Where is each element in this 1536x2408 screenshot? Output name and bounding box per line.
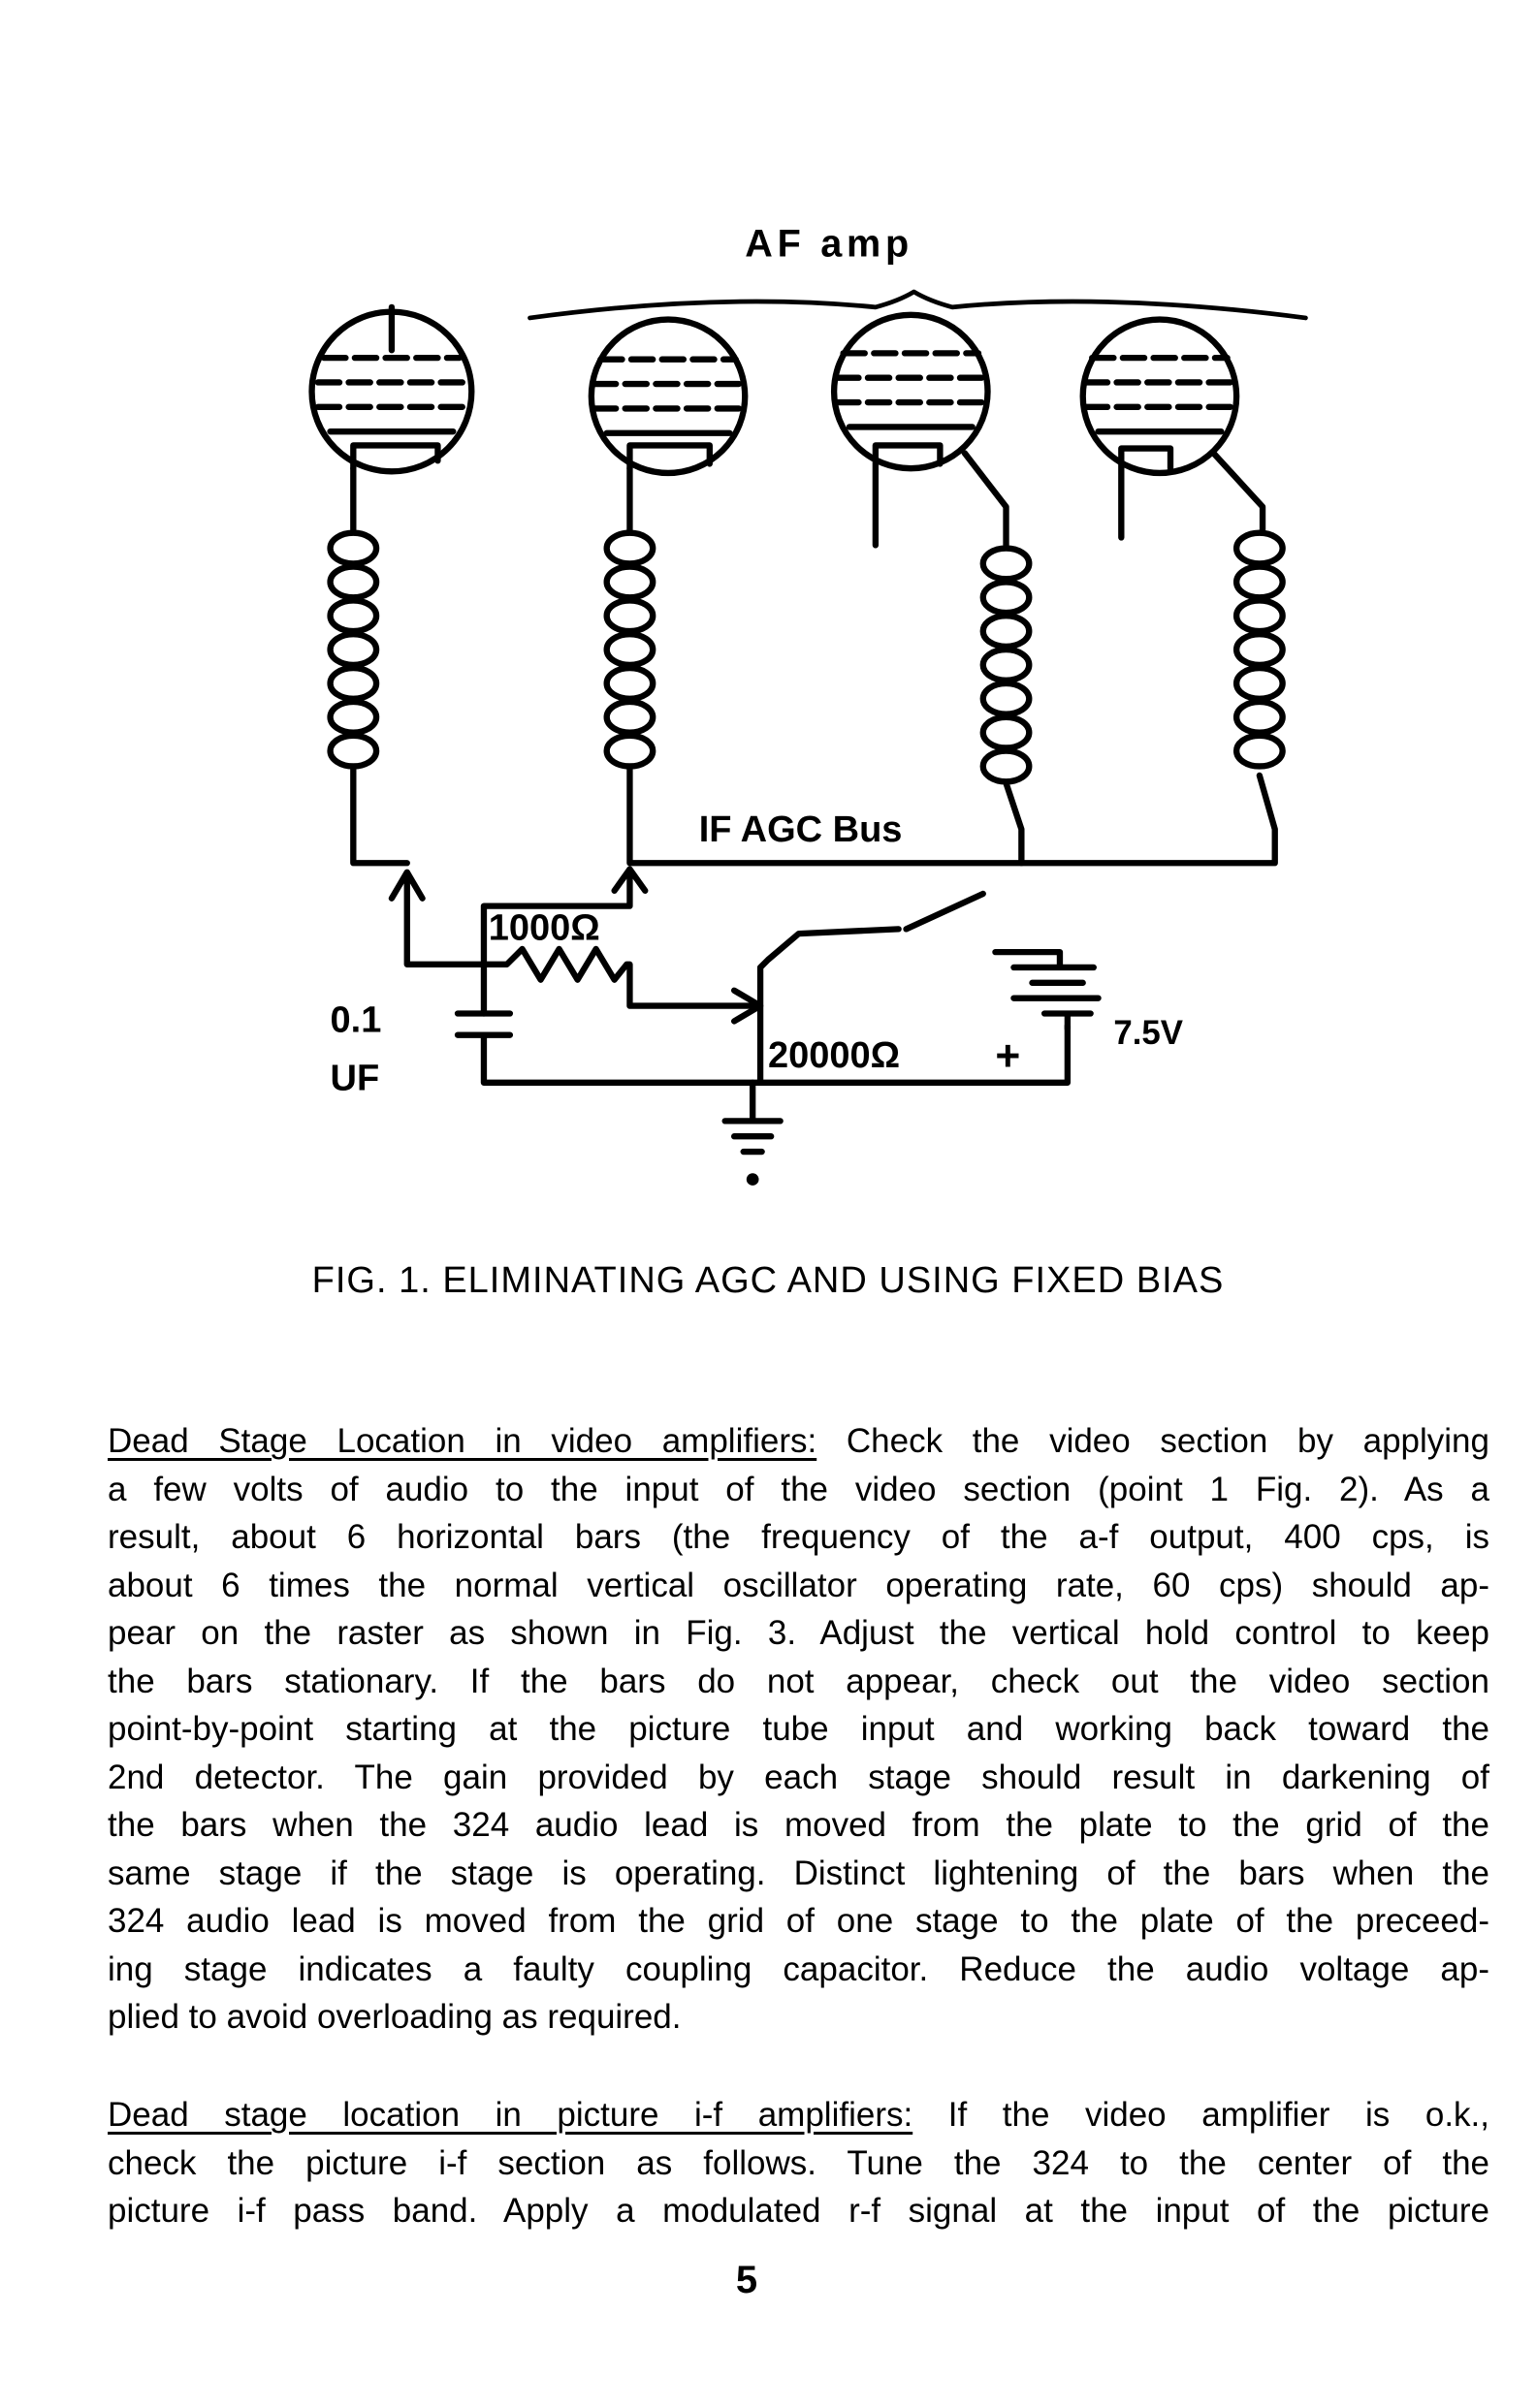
ground-symbol [721, 1079, 784, 1156]
text-span: If the video amplifier is o.k., [912, 2096, 1489, 2134]
text-line: same stage if the stage is operating. Di… [108, 1854, 1489, 1892]
cap-value-label: 0.1 [331, 1000, 382, 1041]
text-line: a few volts of audio to the input of the… [108, 1470, 1489, 1508]
text-line: 324 audio lead is moved from the grid of… [108, 1902, 1489, 1940]
section-heading: Dead stage location in picture i-f ampli… [108, 2096, 913, 2134]
section-heading: Dead Stage Location in video amplifiers: [108, 1422, 817, 1460]
resistor-20000-label: 20000Ω [768, 1035, 900, 1076]
wire [626, 465, 1278, 867]
paragraph-video-amplifiers: Dead Stage Location in video amplifiers:… [108, 1417, 1489, 2042]
text-line: picture i-f pass band. Apply a modulated… [108, 2192, 1489, 2230]
wire [1003, 779, 1025, 867]
inductor-coil-1 [331, 533, 377, 767]
circuit-diagram: AF amp 1000Ω 0.1 UF 2 [308, 223, 1308, 1186]
capacitor [454, 1010, 1072, 1086]
text-span: Check the video section by applying [816, 1422, 1489, 1460]
arrow-2 [480, 866, 649, 1017]
ground-dot [746, 1173, 759, 1186]
vacuum-tube-4 [1079, 316, 1266, 541]
arrow-1 [388, 869, 488, 967]
resistor-1000 [480, 945, 756, 1009]
wire [350, 465, 410, 867]
vacuum-tube-2 [588, 316, 749, 477]
potentiometer-20000 [756, 926, 902, 1086]
text-line: plied to avoid overloading as required. [108, 1998, 682, 2036]
page-number: 5 [735, 2259, 758, 2301]
inductor-coil-3 [983, 549, 1030, 782]
text-line: pear on the raster as shown in Fig. 3. A… [108, 1614, 1489, 1652]
text-line: result, about 6 horizontal bars (the fre… [108, 1518, 1489, 1556]
plus-label: + [995, 1032, 1020, 1080]
if-agc-bus-label: IF AGC Bus [699, 809, 903, 850]
voltage-label: 7.5V [1113, 1014, 1183, 1052]
text-line: point-by-point starting at the picture t… [108, 1710, 1489, 1748]
inductor-coil-4 [1236, 533, 1283, 767]
text-line: the bars stationary. If the bars do not … [108, 1662, 1489, 1700]
af-amp-label: AF amp [745, 223, 913, 266]
figure-caption: FIG. 1. ELIMINATING AGC AND USING FIXED … [311, 1260, 1225, 1301]
text-line: Dead Stage Location in video amplifiers:… [108, 1417, 1489, 1466]
switch [903, 890, 986, 933]
resistor-1000-label: 1000Ω [489, 907, 600, 948]
af-amp-brace [528, 289, 1308, 321]
battery [992, 948, 1102, 1032]
vacuum-tube-3 [830, 311, 1009, 549]
text-line: about 6 times the normal vertical oscill… [108, 1566, 1489, 1604]
text-line: 2nd detector. The gain provided by each … [108, 1758, 1489, 1796]
vacuum-tube-1 [308, 303, 475, 475]
text-line: the bars when the 324 audio lead is move… [108, 1806, 1489, 1844]
paragraph-picture-if-amplifiers: Dead stage location in picture i-f ampli… [108, 2091, 1489, 2235]
cap-unit-label: UF [331, 1059, 380, 1099]
text-line: Dead stage location in picture i-f ampli… [108, 2091, 1489, 2139]
text-line: check the picture i-f section as follows… [108, 2143, 1489, 2182]
text-line: ing stage indicates a faulty coupling ca… [108, 1949, 1489, 1988]
inductor-coil-2 [607, 533, 654, 767]
